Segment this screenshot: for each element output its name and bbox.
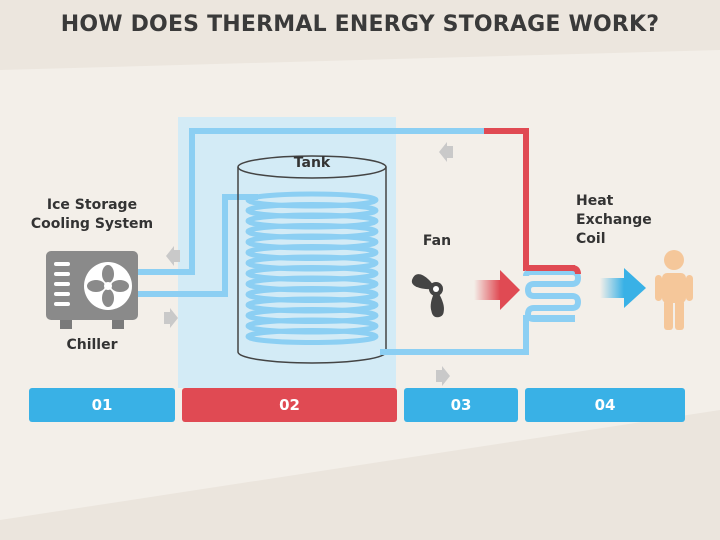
person-icon (655, 250, 693, 330)
arrow-icon (436, 366, 450, 386)
tank-coil (245, 191, 379, 345)
pipe-supply (137, 128, 484, 275)
step-label: 01 (91, 396, 113, 414)
step-01: 01 (29, 388, 175, 422)
step-02: 02 (182, 388, 397, 422)
tank-label: Tank (293, 155, 331, 171)
chiller-unit-icon (46, 251, 138, 329)
arrow-icon (439, 142, 453, 162)
step-label: 04 (594, 396, 616, 414)
heat-exchange-label: Heat Exchange Coil (576, 193, 652, 247)
step-04: 04 (525, 388, 685, 422)
top-band (0, 0, 720, 70)
step-03: 03 (404, 388, 518, 422)
arrow-icon (166, 246, 180, 266)
ice-storage-label: Ice Storage Cooling System (30, 197, 154, 232)
fan-icon (411, 274, 444, 318)
cool-air-arrow (600, 268, 646, 308)
fan-label: Fan (422, 233, 452, 249)
pipe-return (137, 194, 258, 297)
warm-air-arrow (474, 270, 520, 310)
tank (237, 155, 387, 364)
chiller-label: Chiller (66, 337, 118, 353)
bottom-band (0, 410, 720, 540)
step-label: 02 (279, 396, 300, 414)
arrow-icon (164, 308, 178, 328)
coil-ring (245, 328, 379, 345)
page-title: HOW DOES THERMAL ENERGY STORAGE WORK? (60, 12, 660, 37)
step-label: 03 (450, 396, 472, 414)
flow-arrows (164, 142, 453, 386)
